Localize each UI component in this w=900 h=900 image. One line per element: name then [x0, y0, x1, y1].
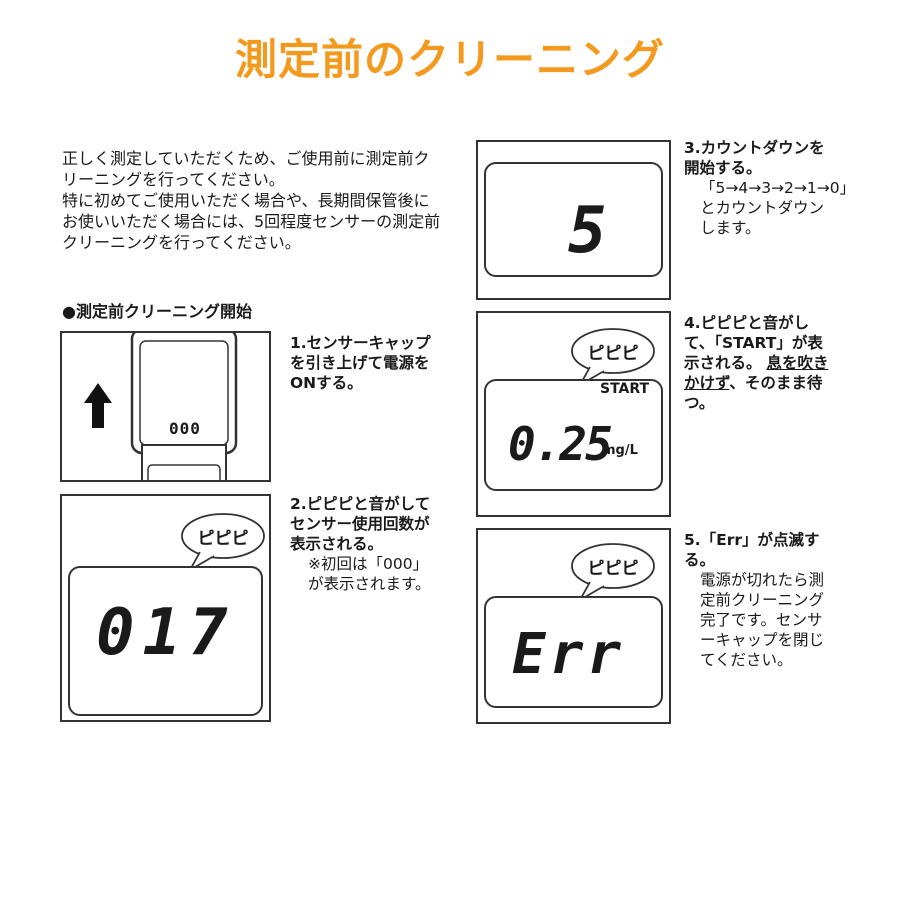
step5-sub: 電源が切れたら測定前クリーニング完了です。センサーキャップを閉じてください。 [700, 571, 825, 669]
step4-label-end: 、そのまま待つ。 [684, 374, 823, 412]
unit-label: mg/L [602, 443, 638, 458]
step5-lcd [484, 596, 663, 708]
device-cap-svg [84, 327, 238, 486]
step2-note: ※初回は「000」が表示されます。 [308, 555, 431, 593]
step1-text: 1.センサーキャップを引き上げて電源をONする。 [290, 333, 440, 393]
beep-text: ピピピ [587, 559, 639, 579]
page-title: 測定前のクリーニング [234, 35, 665, 84]
up-arrow-icon [84, 383, 112, 428]
step2-illustration: ピピピ 017 [60, 494, 271, 722]
intro-paragraph-1: 正しく測定していただくため、ご使用前に測定前クリーニングを行ってください。 [62, 149, 430, 189]
intro-paragraph-2: 特に初めてご使用いただく場合や、長期間保管後にお使いいただく場合には、5回程度セ… [62, 191, 441, 252]
step5-illustration: ピピピ Err [476, 528, 671, 724]
step5-label: 5.「Err」が点滅する。 [684, 531, 820, 569]
step3-sub: 「5→4→3→2→1→0」とカウントダウンします。 [700, 179, 856, 237]
step5-display: Err [512, 622, 626, 687]
step3-display: 5 [568, 194, 607, 268]
intro-text: 正しく測定していただくため、ご使用前に測定前クリーニングを行ってください。 特に… [62, 148, 444, 253]
beep-bubble: ピピピ [570, 327, 656, 388]
step1-illustration: 000 [60, 327, 271, 486]
step4-lcd [484, 379, 663, 491]
step4-text: 4.ピピピと音がして、「START」が表示される。 息を吹きかけず、そのまま待つ… [684, 313, 834, 413]
start-indicator: START [600, 381, 650, 397]
step4-illustration: ピピピ START 0.25 mg/L [476, 311, 671, 517]
step2-label: 2.ピピピと音がしてセンサー使用回数が表示される。 [290, 495, 431, 553]
step3-text: 3.カウントダウンを開始する。 「5→4→3→2→1→0」とカウントダウンします… [684, 138, 856, 238]
step4-label: 4.ピピピと音がして、「START」が表示される。 [684, 314, 823, 372]
beep-text: ピピピ [197, 529, 249, 549]
step4-warning: 息を吹きかけず [684, 354, 829, 392]
step4-display: 0.25 [508, 417, 613, 471]
cap-label: 000 [169, 419, 201, 438]
step1-label: 1.センサーキャップを引き上げて電源をONする。 [290, 334, 431, 392]
step2-lcd [68, 566, 263, 716]
beep-bubble: ピピピ [180, 512, 266, 573]
step2-display: 017 [96, 596, 236, 670]
step2-text: 2.ピピピと音がしてセンサー使用回数が表示される。 ※初回は「000」が表示され… [290, 494, 440, 594]
beep-text: ピピピ [587, 344, 639, 364]
step3-illustration: 5 [476, 140, 671, 300]
step3-label: 3.カウントダウンを開始する。 [684, 139, 825, 177]
step3-lcd [484, 162, 663, 277]
step5-text: 5.「Err」が点滅する。 電源が切れたら測定前クリーニング完了です。センサーキ… [684, 530, 834, 670]
section-heading: ●測定前クリーニング開始 [62, 302, 252, 321]
beep-bubble: ピピピ [570, 542, 656, 603]
